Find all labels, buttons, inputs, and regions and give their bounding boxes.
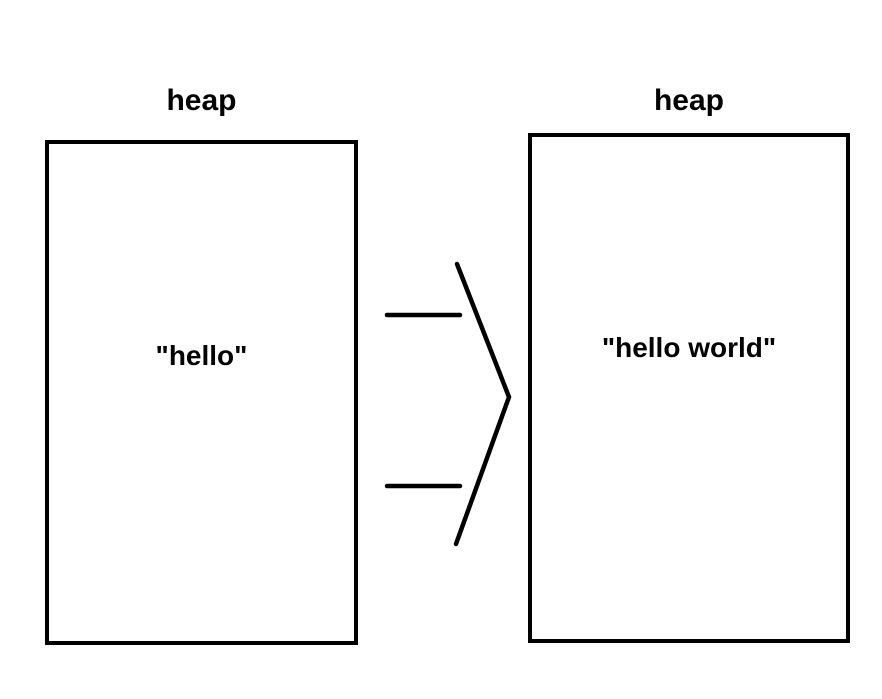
arrow-chevron xyxy=(453,261,512,547)
heap-box-right: "hello world" xyxy=(528,133,850,643)
heap-value-left: "hello" xyxy=(155,340,248,371)
heap-box-left: "hello" xyxy=(45,140,358,645)
heap-value-right: "hello world" xyxy=(601,332,777,363)
heap-title-left: heap xyxy=(166,84,237,117)
heap-title-right: heap xyxy=(653,84,725,117)
